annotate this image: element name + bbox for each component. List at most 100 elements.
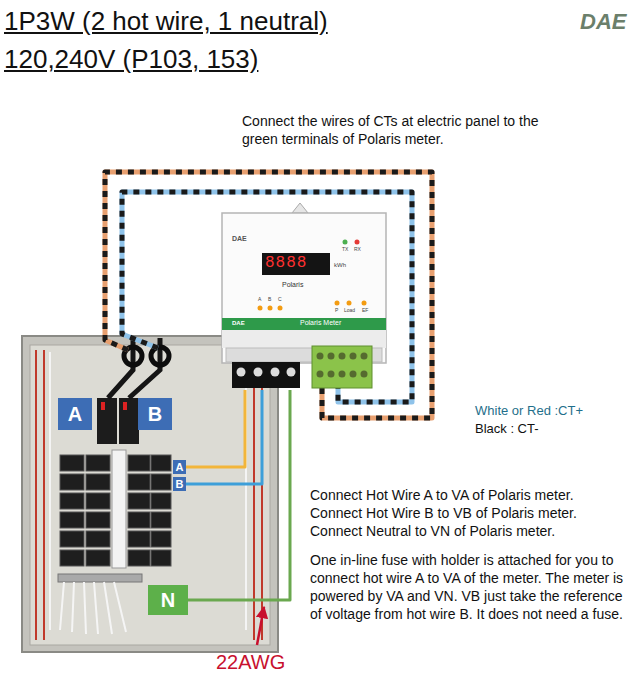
voltage-terminal-block: [237, 368, 246, 377]
brand-text: DAE: [232, 235, 247, 242]
ct-terminal-block: [328, 371, 335, 378]
ct-terminal-block: [339, 353, 346, 360]
polaris-meter: [343, 240, 348, 245]
note-text: One in-line fuse with holder is attached…: [310, 551, 638, 623]
polaris-meter: [335, 301, 340, 306]
branch-breakers: [60, 531, 84, 547]
unit-text: kWh: [334, 262, 346, 268]
ct-terminal-block: [328, 353, 335, 360]
node-text: A: [68, 404, 82, 424]
ct-terminal-block: [317, 371, 324, 378]
polaris-meter: [222, 203, 386, 363]
polaris-meter: [222, 318, 386, 330]
voltage-terminal-block: [254, 368, 263, 377]
polaris-meter: [222, 330, 386, 348]
led-label: C: [278, 297, 282, 302]
electric-panel: [50, 352, 246, 630]
wire-color-note: White or Red :CT+: [475, 403, 583, 419]
branch-breakers: [151, 493, 171, 509]
branch-breakers: [60, 512, 84, 528]
led-label: TX: [342, 247, 348, 252]
led-label: A: [258, 297, 261, 302]
wire-connector: [186, 390, 262, 484]
node-text: A: [176, 462, 184, 473]
wire-gauge-label: 22AWG: [216, 650, 285, 675]
polaris-meter: [362, 301, 367, 306]
branch-breakers: [60, 493, 84, 509]
branch-breakers: [60, 455, 171, 566]
band-text: Polaris Meter: [300, 319, 341, 326]
node-text: B: [176, 479, 184, 490]
branch-breakers: [128, 474, 150, 490]
model-text: Polaris: [282, 281, 303, 288]
ct-terminal-block: [312, 346, 372, 388]
ct-wire-pair: [105, 172, 432, 418]
branch-breakers: [86, 493, 110, 509]
branch-breakers: [128, 455, 150, 471]
voltage-terminal-block: [271, 368, 280, 377]
ct-wire-pair: [105, 172, 432, 418]
ct-wire-pair: [122, 192, 412, 402]
instruction-text: Connect Neutral to VN of Polaris meter.: [310, 522, 555, 540]
main-breaker: [97, 398, 139, 444]
ct-terminal-block: [361, 371, 368, 378]
led-label: Load: [344, 308, 355, 313]
neutral-bar: [58, 574, 142, 582]
led-label: P: [335, 308, 338, 313]
led-label: RX: [354, 247, 361, 252]
polaris-meter: [292, 203, 308, 213]
instruction-text: Connect Hot Wire A to VA of Polaris mete…: [310, 486, 574, 504]
branch-breakers: [128, 531, 150, 547]
branch-breakers: [60, 550, 84, 566]
polaris-meter: [262, 253, 330, 275]
ct-wire-pair: [122, 192, 412, 402]
phase-label: A: [58, 398, 92, 430]
branch-breakers: [86, 550, 110, 566]
terminal-label: B: [173, 477, 186, 491]
branch-breakers: [128, 550, 150, 566]
neutral-label: N: [148, 585, 188, 615]
ct-terminal-block: [317, 353, 324, 360]
electric-panel: [112, 450, 126, 568]
main-breaker: [119, 398, 139, 444]
branch-breakers: [86, 474, 110, 490]
polaris-meter: [222, 213, 386, 363]
terminal-label: A: [173, 460, 186, 474]
ct-terminal-block: [339, 371, 346, 378]
main-breaker: [97, 398, 117, 444]
pointer-arrow: [257, 607, 264, 645]
neutral-bar: [58, 574, 142, 634]
branch-breakers: [86, 531, 110, 547]
voltage-terminal-block: [287, 368, 296, 377]
branch-breakers: [60, 455, 84, 471]
brand-text: DAE: [232, 320, 245, 326]
branch-breakers: [86, 512, 110, 528]
wire-connector: [188, 390, 290, 600]
current-transformer: [124, 347, 169, 365]
branch-breakers: [128, 512, 150, 528]
ct-wire-pair: [105, 172, 432, 418]
branch-breakers: [151, 550, 171, 566]
branch-breakers: [60, 474, 84, 490]
main-breaker: [123, 402, 127, 410]
voltage-terminal-block: [232, 362, 300, 388]
phase-label: B: [138, 398, 172, 430]
branch-breakers: [128, 493, 150, 509]
node-text: B: [148, 404, 162, 424]
polaris-meter: [258, 306, 263, 311]
ct-terminal-block: [361, 353, 368, 360]
branch-breakers: [151, 512, 171, 528]
note-text: Connect the wires of CTs at electric pan…: [242, 112, 564, 148]
meter-box: DAE8888kWhTXRXPolarisABCPLoadEFDAEPolari…: [222, 213, 386, 390]
logo-text: DAE: [580, 8, 626, 36]
wire-connector: [186, 390, 245, 467]
polaris-meter: [347, 301, 352, 306]
led-label: B: [268, 297, 271, 302]
display-digits: 8888: [265, 255, 307, 271]
polaris-meter: [278, 306, 283, 311]
neutral-bar: [60, 582, 126, 634]
ct-terminal-block: [350, 353, 357, 360]
polaris-meter: [355, 240, 360, 245]
voltage-terminal-block: [232, 362, 300, 388]
branch-breakers: [151, 531, 171, 547]
